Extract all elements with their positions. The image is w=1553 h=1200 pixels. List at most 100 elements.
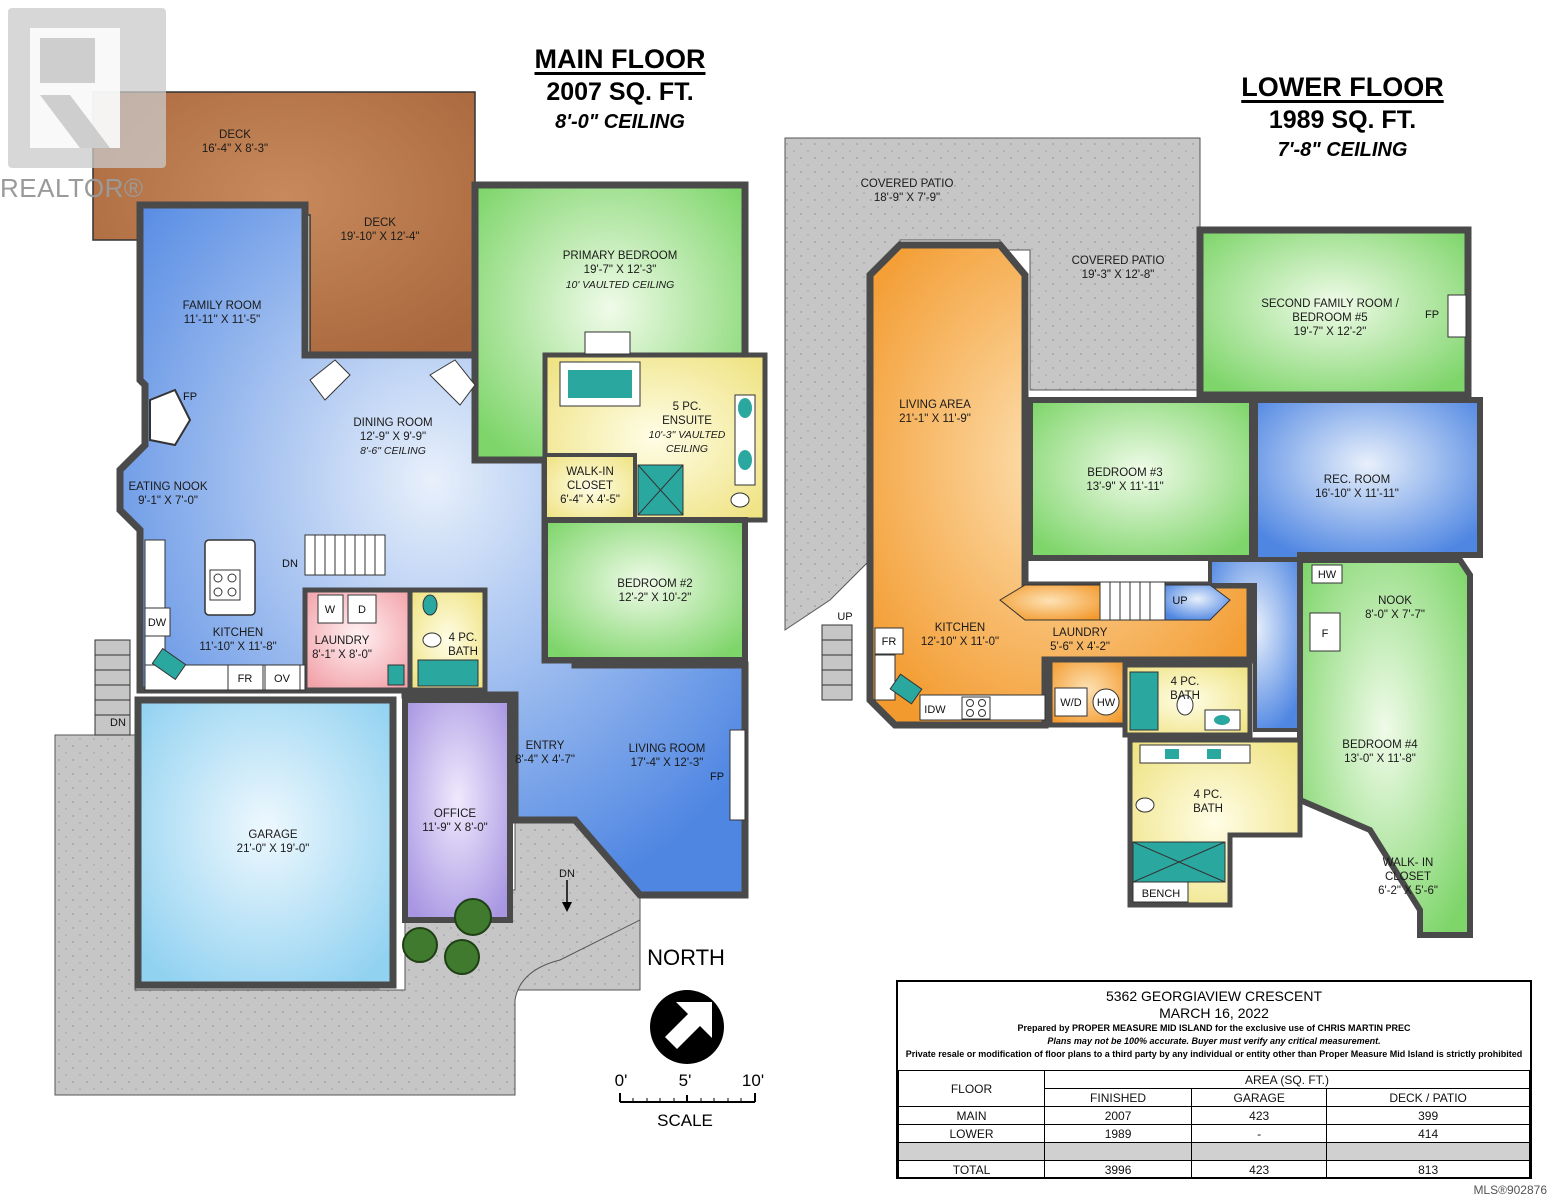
dining-window-right <box>429 359 476 406</box>
bench-label: BENCH <box>1142 888 1181 900</box>
bath-main-name2: BATH <box>448 646 478 658</box>
eating-nook-name: EATING NOOK <box>128 481 207 493</box>
entry-dim: 8'-4" X 4'-7" <box>515 754 575 766</box>
bedroom2-area <box>542 517 748 663</box>
second-family-area <box>1196 226 1472 399</box>
lower-stairs <box>1099 581 1166 621</box>
office-dim: 11'-9" X 8'-0" <box>422 822 487 834</box>
lower-fr-box <box>874 627 904 655</box>
row-total-deck: 813 <box>1326 1160 1530 1179</box>
bedroom3-name: BEDROOM #3 <box>1087 467 1162 479</box>
bath-lower1-name2: BATH <box>1170 690 1200 702</box>
living-room-name: LIVING ROOM <box>629 743 706 755</box>
bath-lower1-name: 4 PC. <box>1171 676 1200 688</box>
dryer-box <box>347 594 377 624</box>
ensuite-name2: ENSUITE <box>662 415 712 427</box>
sink-main <box>151 647 187 681</box>
kitchen-lower-name: KITCHEN <box>935 622 985 634</box>
primary-bedroom-note: 10' VAULTED CEILING <box>566 279 675 291</box>
ov-label: OV <box>274 673 291 685</box>
walkin-closet-name: WALK-IN <box>566 466 614 478</box>
dining-window-left <box>309 359 351 401</box>
nook-name: NOOK <box>1378 595 1412 607</box>
garage-dim: 21'-0" X 19'-0" <box>237 843 310 855</box>
lower-range <box>961 696 991 720</box>
ensuite-toilet <box>730 492 750 508</box>
nook-dim: 8'-0" X 7'-7" <box>1365 609 1425 621</box>
row-main-deck: 399 <box>1326 1106 1530 1125</box>
fr-lower-label: FR <box>882 636 897 648</box>
living-area-name: LIVING AREA <box>899 399 971 411</box>
living-room-dim: 17'-4" X 12'-3" <box>631 757 704 769</box>
ensuite-note: 10'-3" VAULTED <box>649 429 726 441</box>
lower-vanity2 <box>1139 744 1251 764</box>
fr-main-label: FR <box>238 673 253 685</box>
walkin-lower-name2: CLOSET <box>1385 871 1431 883</box>
info-prepared: Prepared by PROPER MEASURE MID ISLAND fo… <box>1017 1023 1411 1033</box>
lower-counter <box>874 654 896 701</box>
entry-name: ENTRY <box>526 740 565 752</box>
info-box: 5362 GEORGIAVIEW CRESCENT MARCH 16, 2022… <box>896 980 1532 1179</box>
table-row: LOWER 1989 - 414 <box>898 1124 1530 1143</box>
bedroom4-name: BEDROOM #4 <box>1342 739 1418 751</box>
bedroom3-area <box>1027 397 1255 561</box>
wd-label: W/D <box>1060 697 1081 709</box>
ensuite-name: 5 PC. <box>673 401 702 413</box>
row-total-garage: 423 <box>1191 1160 1328 1179</box>
info-date: MARCH 16, 2022 <box>1159 1005 1269 1021</box>
family-fireplace <box>149 388 192 447</box>
second-family-fireplace <box>1447 294 1467 338</box>
up-stairs-label: UP <box>1172 595 1187 607</box>
walkin-lower-dim: 6'-2" X 5'-6" <box>1378 885 1438 897</box>
main-outside-stairs <box>94 639 131 736</box>
covered-patio2-name: COVERED PATIO <box>1072 255 1165 267</box>
dining-room-name: DINING ROOM <box>353 417 432 429</box>
scale-label: SCALE <box>657 1111 713 1130</box>
bath-lower2-name2: BATH <box>1193 803 1223 815</box>
second-family-name2: BEDROOM #5 <box>1292 312 1367 324</box>
row-lower-floor: LOWER <box>898 1124 1045 1143</box>
ov-box <box>264 664 301 691</box>
laundry-lower-dim: 5'-6" X 4'-2" <box>1050 641 1110 653</box>
kitchen-lower-dim: 12'-10" X 11'-0" <box>921 636 999 648</box>
area-table: FLOOR AREA (SQ. FT.) FINISHED GARAGE DEC… <box>898 1070 1530 1179</box>
main-floor-header: MAIN FLOOR 2007 SQ. FT. 8'-0" CEILING <box>495 42 745 136</box>
row-lower-deck: 414 <box>1326 1124 1530 1143</box>
fp-living-label: FP <box>710 771 724 783</box>
laundry-main-dim: 8'-1" X 8'-0" <box>312 649 372 661</box>
laundry-lower-name: LAUNDRY <box>1053 627 1108 639</box>
dn-entry-label: DN <box>559 868 575 880</box>
area-header: AREA (SQ. FT.) <box>1044 1070 1530 1089</box>
second-family-name: SECOND FAMILY ROOM / <box>1261 298 1399 310</box>
walkin-closet-dim: 6'-4" X 4'-5" <box>560 494 620 506</box>
ensuite-note2: CEILING <box>666 443 708 455</box>
bedroom2-name: BEDROOM #2 <box>617 578 692 590</box>
office-name: OFFICE <box>434 808 476 820</box>
lower-f-box <box>1309 612 1341 652</box>
lower-hw-box <box>1311 564 1343 584</box>
bedroom4-dim: 13'-0" X 11'-8" <box>1344 753 1416 765</box>
fp-family-label: FP <box>183 391 197 403</box>
info-resale: Private resale or modification of floor … <box>905 1049 1523 1059</box>
lower-hw-circle <box>1092 688 1120 716</box>
info-disclaimer: Plans may not be 100% accurate. Buyer mu… <box>1047 1036 1381 1046</box>
dw-label: DW <box>148 617 167 629</box>
row-lower-finished: 1989 <box>1043 1124 1193 1143</box>
area-col-garage: GARAGE <box>1191 1088 1328 1107</box>
rec-room-dim: 16'-10" X 11'-11" <box>1315 488 1399 500</box>
scale-0-label: 0' <box>615 1071 628 1090</box>
lower-toilet1 <box>1176 694 1194 716</box>
bedroom4-area <box>1297 557 1473 938</box>
dryer-label: D <box>358 604 366 616</box>
bedroom3-dim: 13'-9" X 11'-11" <box>1086 481 1163 493</box>
lower-floor-area: 1989 SQ. FT. <box>1268 106 1417 134</box>
family-room-name: FAMILY ROOM <box>183 300 262 312</box>
area-floor-header: FLOOR <box>898 1070 1045 1107</box>
lower-sink <box>889 673 923 705</box>
cooktop <box>209 569 241 601</box>
eating-nook-dim: 9'-1" X 7'-0" <box>138 495 198 507</box>
covered-patio1-dim: 18'-9" X 7'-9" <box>874 192 940 204</box>
mls-number: MLS®902876 <box>1473 1183 1547 1197</box>
main-blue-zone <box>116 201 749 899</box>
walkin-closet-area <box>543 453 637 522</box>
